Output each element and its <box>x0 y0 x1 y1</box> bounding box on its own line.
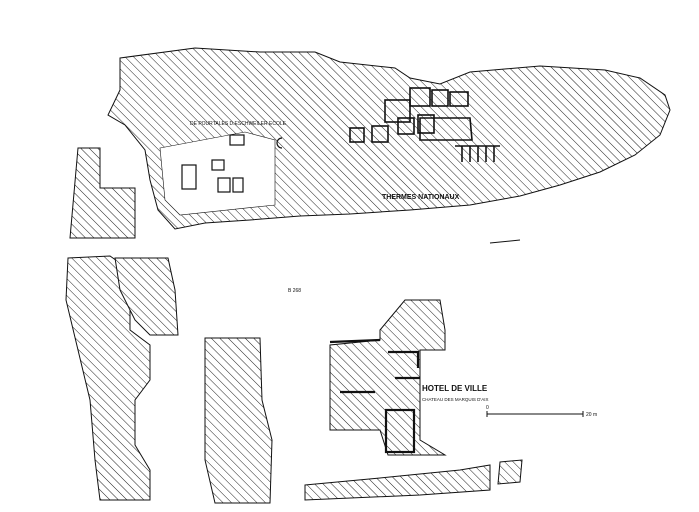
hotel-walls <box>329 338 420 454</box>
south-east-block <box>497 459 523 485</box>
courtyard-features <box>181 134 283 193</box>
label-thermes: THERMES NATIONAUX <box>382 194 460 201</box>
scale-bar: 0 20 m <box>486 405 597 418</box>
central-block <box>204 337 273 504</box>
label-small-mark: B 268 <box>288 288 301 294</box>
west-block-2 <box>114 257 179 336</box>
scale-bar-end: 20 m <box>586 412 597 418</box>
scale-bar-start: 0 <box>486 405 489 411</box>
bath-complex <box>349 87 500 162</box>
hotel-de-ville-block <box>329 299 447 456</box>
ecole-courtyard <box>159 131 276 216</box>
label-de-pourtales: DE POURTALES D.ESCHWEILER ECOLE <box>190 121 287 127</box>
label-chateau: CHATEAU DES MARQUIS D'AIX <box>422 397 489 402</box>
left-strip <box>69 147 136 239</box>
south-strip <box>304 464 491 501</box>
north-arrow <box>489 239 521 244</box>
lower-block: B 268 HOTEL DE VILLE CHATEAU DES MARQUIS… <box>65 255 523 504</box>
label-hotel-de-ville: HOTEL DE VILLE <box>422 384 488 393</box>
upper-block: DE POURTALES D.ESCHWEILER ECOLE THERMES … <box>69 47 671 244</box>
